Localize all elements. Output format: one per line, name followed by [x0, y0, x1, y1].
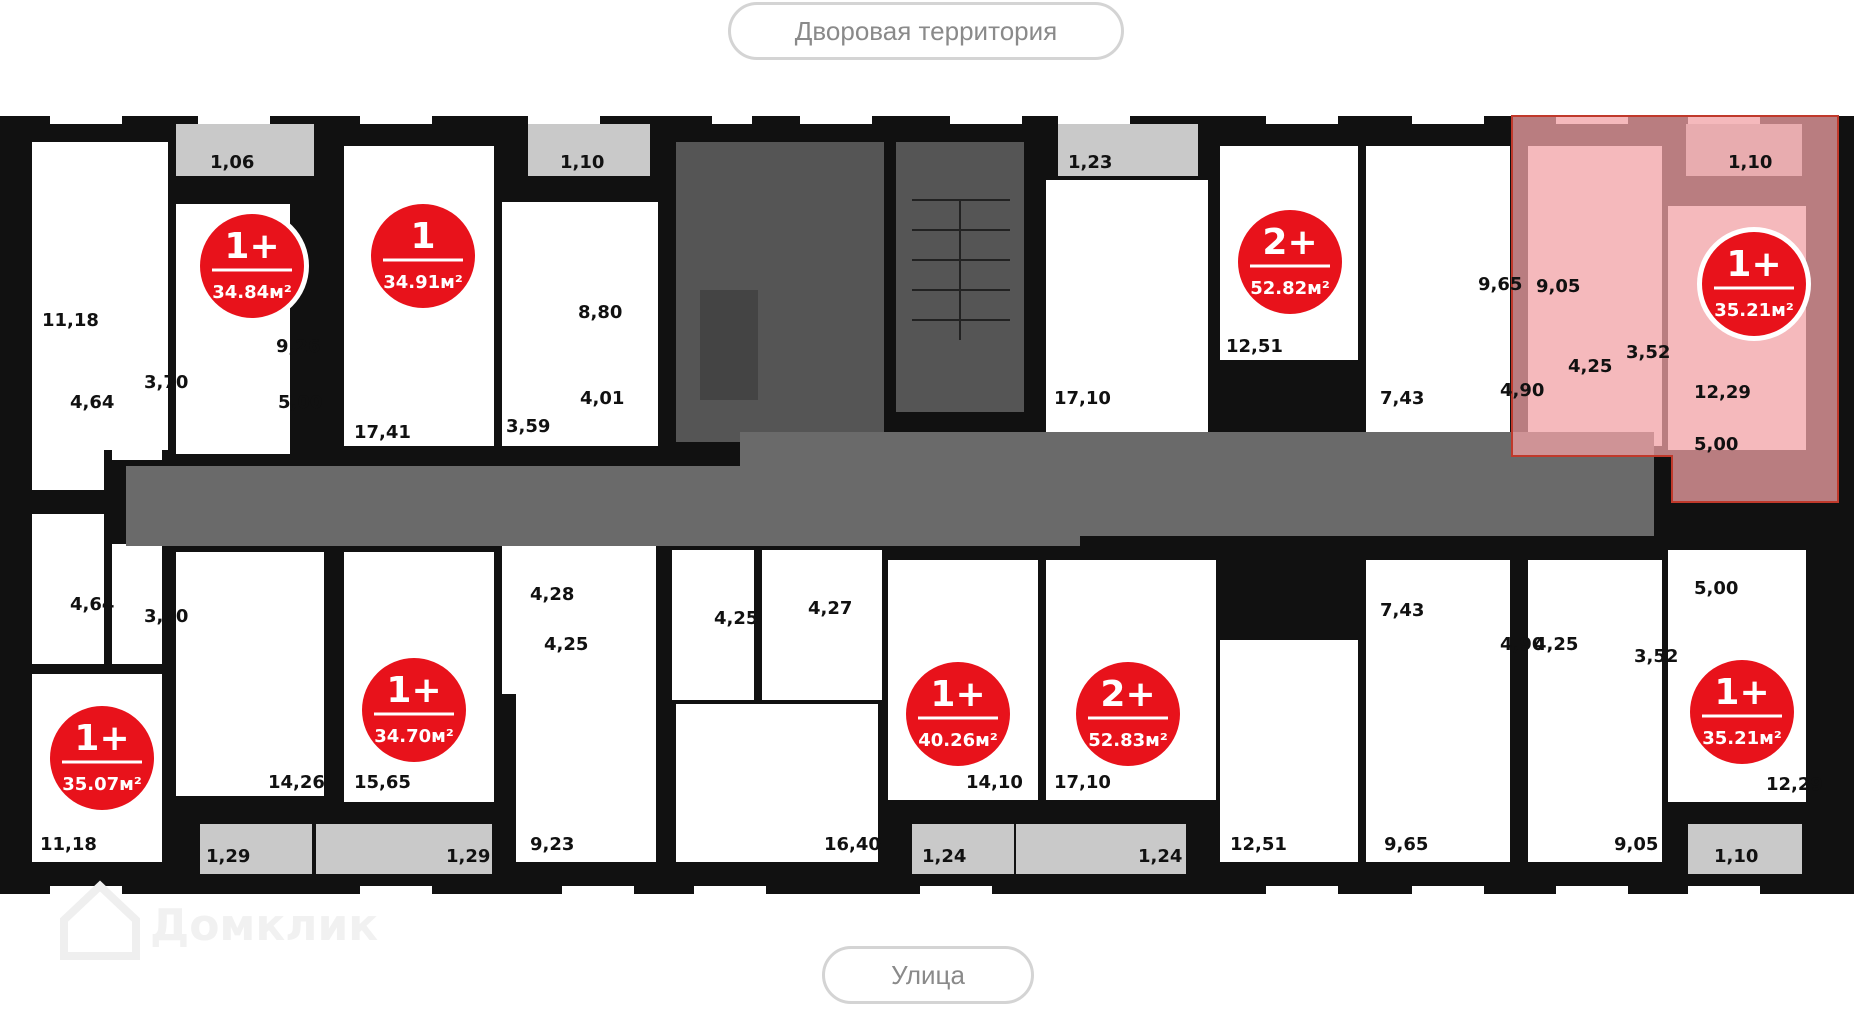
badge-circle — [1238, 210, 1342, 314]
room-area-label: 4,90 — [1500, 634, 1544, 655]
room-area-label: 3,70 — [144, 372, 188, 393]
apartment-type: 1 — [410, 216, 435, 257]
apartment-area: 35.21м² — [1702, 728, 1782, 749]
room-area-label: 8,80 — [578, 302, 622, 323]
apartment-type: 1+ — [224, 226, 279, 267]
apartment-badge[interactable]: 2+ 52.82м² — [1233, 205, 1347, 319]
room-area-label: 7,43 — [1380, 388, 1424, 409]
apartment-area: 35.07м² — [62, 774, 142, 795]
room-area-label: 12,51 — [1226, 336, 1283, 357]
room-area-label: 5,00 — [1694, 578, 1738, 599]
apartment-type: 1+ — [1726, 244, 1781, 285]
room-area-label: 4,25 — [714, 608, 758, 629]
apartment-badge[interactable]: 1+ 35.07м² — [45, 701, 159, 815]
apartment-area: 52.83м² — [1088, 730, 1168, 751]
selected-apartment-highlight — [1511, 115, 1839, 503]
apartment-area: 52.82м² — [1250, 278, 1330, 299]
room-area-label: 17,41 — [354, 422, 411, 443]
room-area-label: 4,64 — [70, 594, 114, 615]
courtyard-label: Дворовая территория — [728, 2, 1124, 60]
room-area-label: 5,00 — [1694, 434, 1738, 455]
room-area-label: 12,51 — [1230, 834, 1287, 855]
room-area-label: 14,26 — [268, 772, 325, 793]
room-area-label: 9,23 — [530, 834, 574, 855]
balcony-area-label: 1,10 — [560, 152, 604, 173]
watermark: Домклик — [60, 880, 378, 960]
room-area-label: 4,64 — [70, 392, 114, 413]
apartment-badge[interactable]: 1+ 34.84м² — [195, 209, 309, 323]
room-area-label: 4,27 — [808, 598, 852, 619]
balcony-area-label: 1,29 — [206, 846, 250, 867]
badge-circle — [200, 214, 304, 318]
apartment-type: 1+ — [930, 674, 985, 715]
room-area-label: 4,25 — [1568, 356, 1612, 377]
room-area-label: 17,10 — [1054, 388, 1111, 409]
room-area-label: 9,05 — [1614, 834, 1658, 855]
watermark-text: Домклик — [150, 900, 378, 951]
room-area-label: 9,05 — [1536, 276, 1580, 297]
balcony-area-label: 1,06 — [210, 152, 254, 173]
balcony-area-label: 1,23 — [1068, 152, 1112, 173]
apartment-area: 34.84м² — [212, 282, 292, 303]
room-area-label: 11,18 — [42, 310, 99, 331]
room-area-label: 4,01 — [580, 388, 624, 409]
street-label: Улица — [822, 946, 1034, 1004]
room-area-label: 3,59 — [506, 416, 550, 437]
apartment-badge[interactable]: 1 34.91м² — [366, 199, 480, 313]
apartment-badge[interactable]: 1+ 40.26м² — [901, 657, 1015, 771]
badge-circle — [362, 658, 466, 762]
room-area-label: 3,70 — [144, 606, 188, 627]
badge-circle — [1690, 660, 1794, 764]
room-area-label: 3,52 — [1634, 646, 1678, 667]
stair-core — [676, 142, 1024, 442]
apartment-type: 1+ — [386, 670, 441, 711]
room-area-label: 3,52 — [1626, 342, 1670, 363]
room-area-label: 4,28 — [530, 584, 574, 605]
apartment-badge[interactable]: 2+ 52.83м² — [1071, 657, 1185, 771]
room-area-label: 4,25 — [1534, 634, 1578, 655]
room-area-label: 4,25 — [544, 634, 588, 655]
apartment-type: 1+ — [74, 718, 129, 759]
room-area-label: 7,43 — [1380, 600, 1424, 621]
apartment-badges: 1+ 34.84м² 1 34.91м² 2+ 52.82м² 1+ 35.21м² 1+ 35.… — [45, 199, 1811, 815]
room-area-labels: 11,189,265,004,643,7017,418,804,013,5917… — [40, 152, 1823, 867]
badge-circle — [50, 706, 154, 810]
room-area-label: 12,29 — [1766, 774, 1823, 795]
apartment-area: 40.26м² — [918, 730, 998, 751]
badge-circle — [1702, 232, 1806, 336]
apartment-badge[interactable]: 1+ 35.21м² — [1697, 227, 1811, 341]
apartment-area: 34.70м² — [374, 726, 454, 747]
apartment-type: 1+ — [1714, 672, 1769, 713]
apartment-area: 34.91м² — [383, 272, 463, 293]
apartment-type: 2+ — [1100, 674, 1155, 715]
corridor — [126, 432, 1654, 546]
badge-circle — [1076, 662, 1180, 766]
room-area-label: 11,18 — [40, 834, 97, 855]
apartment-badge[interactable]: 1+ 35.21м² — [1685, 655, 1799, 769]
badge-circle — [906, 662, 1010, 766]
badge-circle — [371, 204, 475, 308]
apartment-area: 35.21м² — [1714, 300, 1794, 321]
balcony-area-label: 1,10 — [1728, 152, 1772, 173]
balcony-area-label: 1,24 — [922, 846, 966, 867]
apartment-badge[interactable]: 1+ 34.70м² — [357, 653, 471, 767]
balcony-area-label: 1,29 — [446, 846, 490, 867]
room-area-label: 9,26 — [276, 336, 320, 357]
room-area-label: 9,65 — [1478, 274, 1522, 295]
room-area-label: 17,10 — [1054, 772, 1111, 793]
apartment-type: 2+ — [1262, 222, 1317, 263]
room-area-label: 15,65 — [354, 772, 411, 793]
windows-bottom — [50, 886, 1760, 896]
room-area-label: 12,29 — [1694, 382, 1751, 403]
corridor-lobby — [740, 432, 1024, 466]
room-area-label: 16,40 — [824, 834, 881, 855]
room-area-label: 5,00 — [278, 392, 322, 413]
balcony-area-label: 1,10 — [1714, 846, 1758, 867]
room-area-label: 14,10 — [966, 772, 1023, 793]
room-area-label: 4,90 — [1500, 380, 1544, 401]
room-area-label: 9,65 — [1384, 834, 1428, 855]
balcony-area-label: 1,24 — [1138, 846, 1182, 867]
house-logo-icon — [60, 880, 140, 960]
